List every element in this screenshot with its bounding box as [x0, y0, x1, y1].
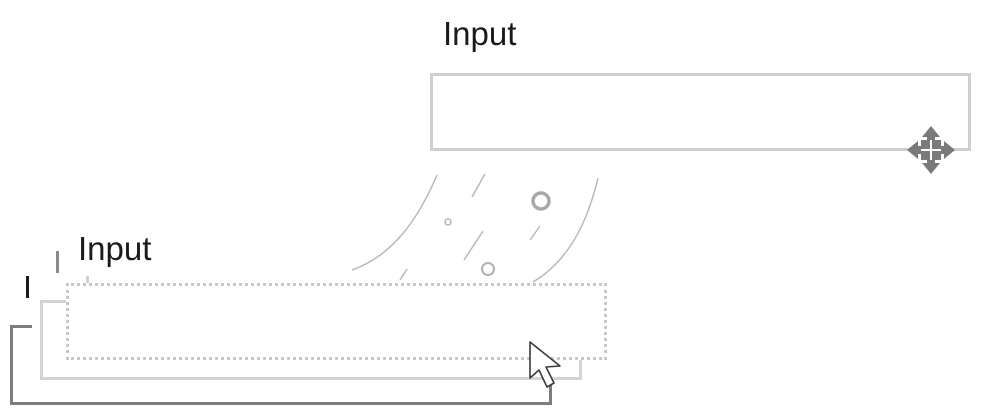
trail-dash-2: [463, 230, 484, 261]
caret-echo-dark: [26, 276, 29, 298]
trail-dash-4: [529, 225, 541, 241]
trail-dash-3: [399, 268, 408, 281]
caret-echo-mid: [56, 251, 59, 273]
trail-curve-left: [351, 174, 438, 271]
trail-ring-large: [531, 191, 551, 211]
caret-echo-light: [86, 276, 89, 286]
ghost-outline-dark-edge: [549, 385, 552, 405]
ghost-outline-dark: [10, 325, 552, 405]
dragged-input-label: Input: [78, 230, 152, 267]
arrow-pointer-icon: [529, 341, 561, 388]
trail-dash-1: [471, 173, 486, 198]
top-input-field[interactable]: [430, 73, 971, 151]
top-input-label: Input: [443, 15, 517, 52]
trail-ring-small: [481, 262, 495, 276]
trail-curve-right: [532, 177, 599, 283]
ghost-outline-dark-top: [10, 325, 32, 328]
dragged-input-field[interactable]: [66, 283, 607, 360]
trail-dot: [444, 218, 452, 226]
